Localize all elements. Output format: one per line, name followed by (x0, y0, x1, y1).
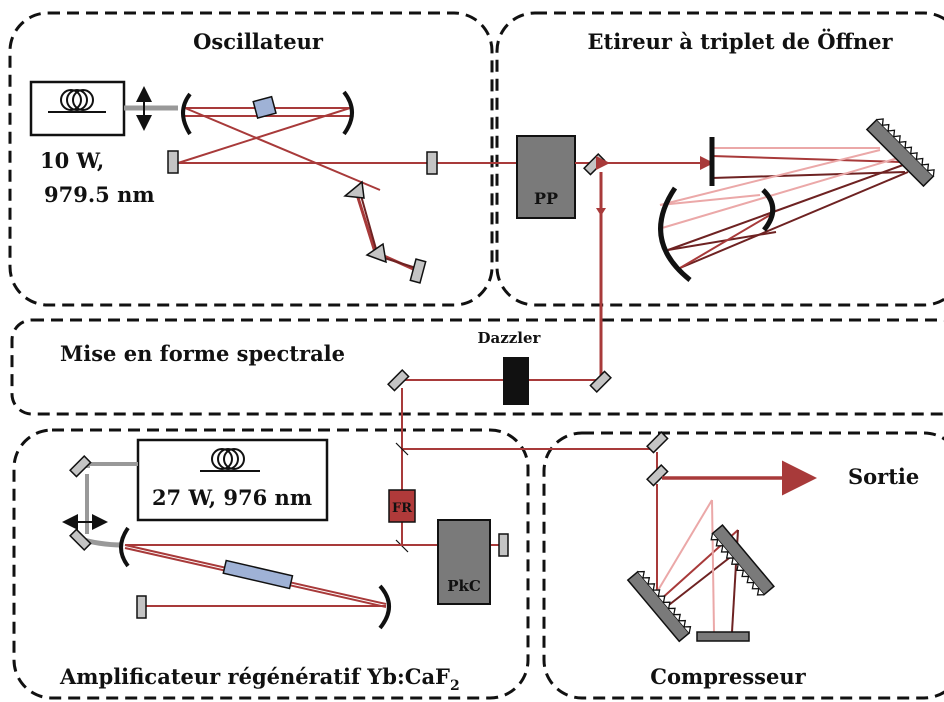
shaping-mirror-left (387, 369, 410, 392)
compressor-region (542, 431, 944, 700)
offner-concave-mirror (658, 186, 692, 282)
stretcher-region (495, 11, 944, 307)
shaping-title: Mise en forme spectrale (60, 341, 345, 366)
compressor-title: Compresseur (650, 664, 806, 689)
pockels-cell-label: PkC (447, 577, 481, 595)
dazzler-box (503, 357, 529, 405)
compressor-roof-mirror (696, 631, 750, 642)
amplifier-title-main: Amplificateur régénératif Yb:CaF (59, 664, 450, 689)
amp-crystal (222, 559, 294, 590)
pump-diode-2-box (136, 438, 329, 522)
pockels-cell-box (437, 519, 491, 605)
oscillator-end-mirror (167, 150, 179, 174)
compressor-input-mirror (646, 431, 669, 454)
pulse-picker-label: PP (534, 189, 558, 208)
pump-1-wavelength-label: 979.5 nm (44, 182, 155, 207)
amp-end-mirror-right (498, 533, 509, 557)
prism-end-mirror (409, 258, 427, 284)
oscillator-crystal (252, 95, 277, 119)
pulse-picker-box (516, 135, 576, 219)
amp-pump-mirror-bottom (69, 528, 92, 551)
faraday-rotator-label: FR (392, 501, 412, 516)
compressor-output-mirror (646, 464, 669, 487)
output-label: Sortie (848, 464, 919, 489)
dazzler-label: Dazzler (478, 329, 542, 347)
pump-2-label: 27 W, 976 nm (152, 485, 312, 510)
pump-1-power-label: 10 W, (40, 148, 104, 173)
pump-fiber-2 (86, 462, 138, 468)
stretcher-beams (659, 147, 909, 269)
prism-icon (365, 242, 387, 264)
beam-direction-arrow (596, 208, 606, 216)
polarizer-mark-top (395, 442, 409, 456)
output-coupler (426, 151, 438, 175)
stretcher-fold-mirror (583, 153, 606, 176)
amp-pump-mirror-top (69, 455, 92, 478)
grating-icon (710, 524, 775, 596)
amp-curved-mirror-left (119, 526, 130, 568)
prism-icon (343, 180, 365, 199)
oscillator-region (8, 11, 494, 307)
grating-icon (626, 570, 692, 643)
shaping-mirror-right (589, 370, 612, 393)
oscillator-curved-mirror-left (181, 92, 192, 136)
grating-icon (865, 118, 935, 188)
amp-end-mirror-left (136, 595, 147, 619)
amplifier-region (12, 428, 530, 700)
fiber-coil-icon (200, 448, 260, 472)
amplifier-title: Amplificateur régénératif Yb:CaF2 (59, 664, 460, 694)
fiber-coil-icon (48, 89, 106, 113)
oscillator-curved-mirror-right (342, 90, 354, 136)
oscillator-title: Oscillateur (193, 29, 324, 54)
offner-convex-mirror (761, 188, 776, 232)
amplifier-title-sub: 2 (450, 678, 460, 694)
stretcher-title: Etireur à triplet de Öffner (587, 29, 893, 54)
faraday-rotator-box (388, 489, 416, 523)
amp-curved-mirror-right (378, 584, 391, 630)
